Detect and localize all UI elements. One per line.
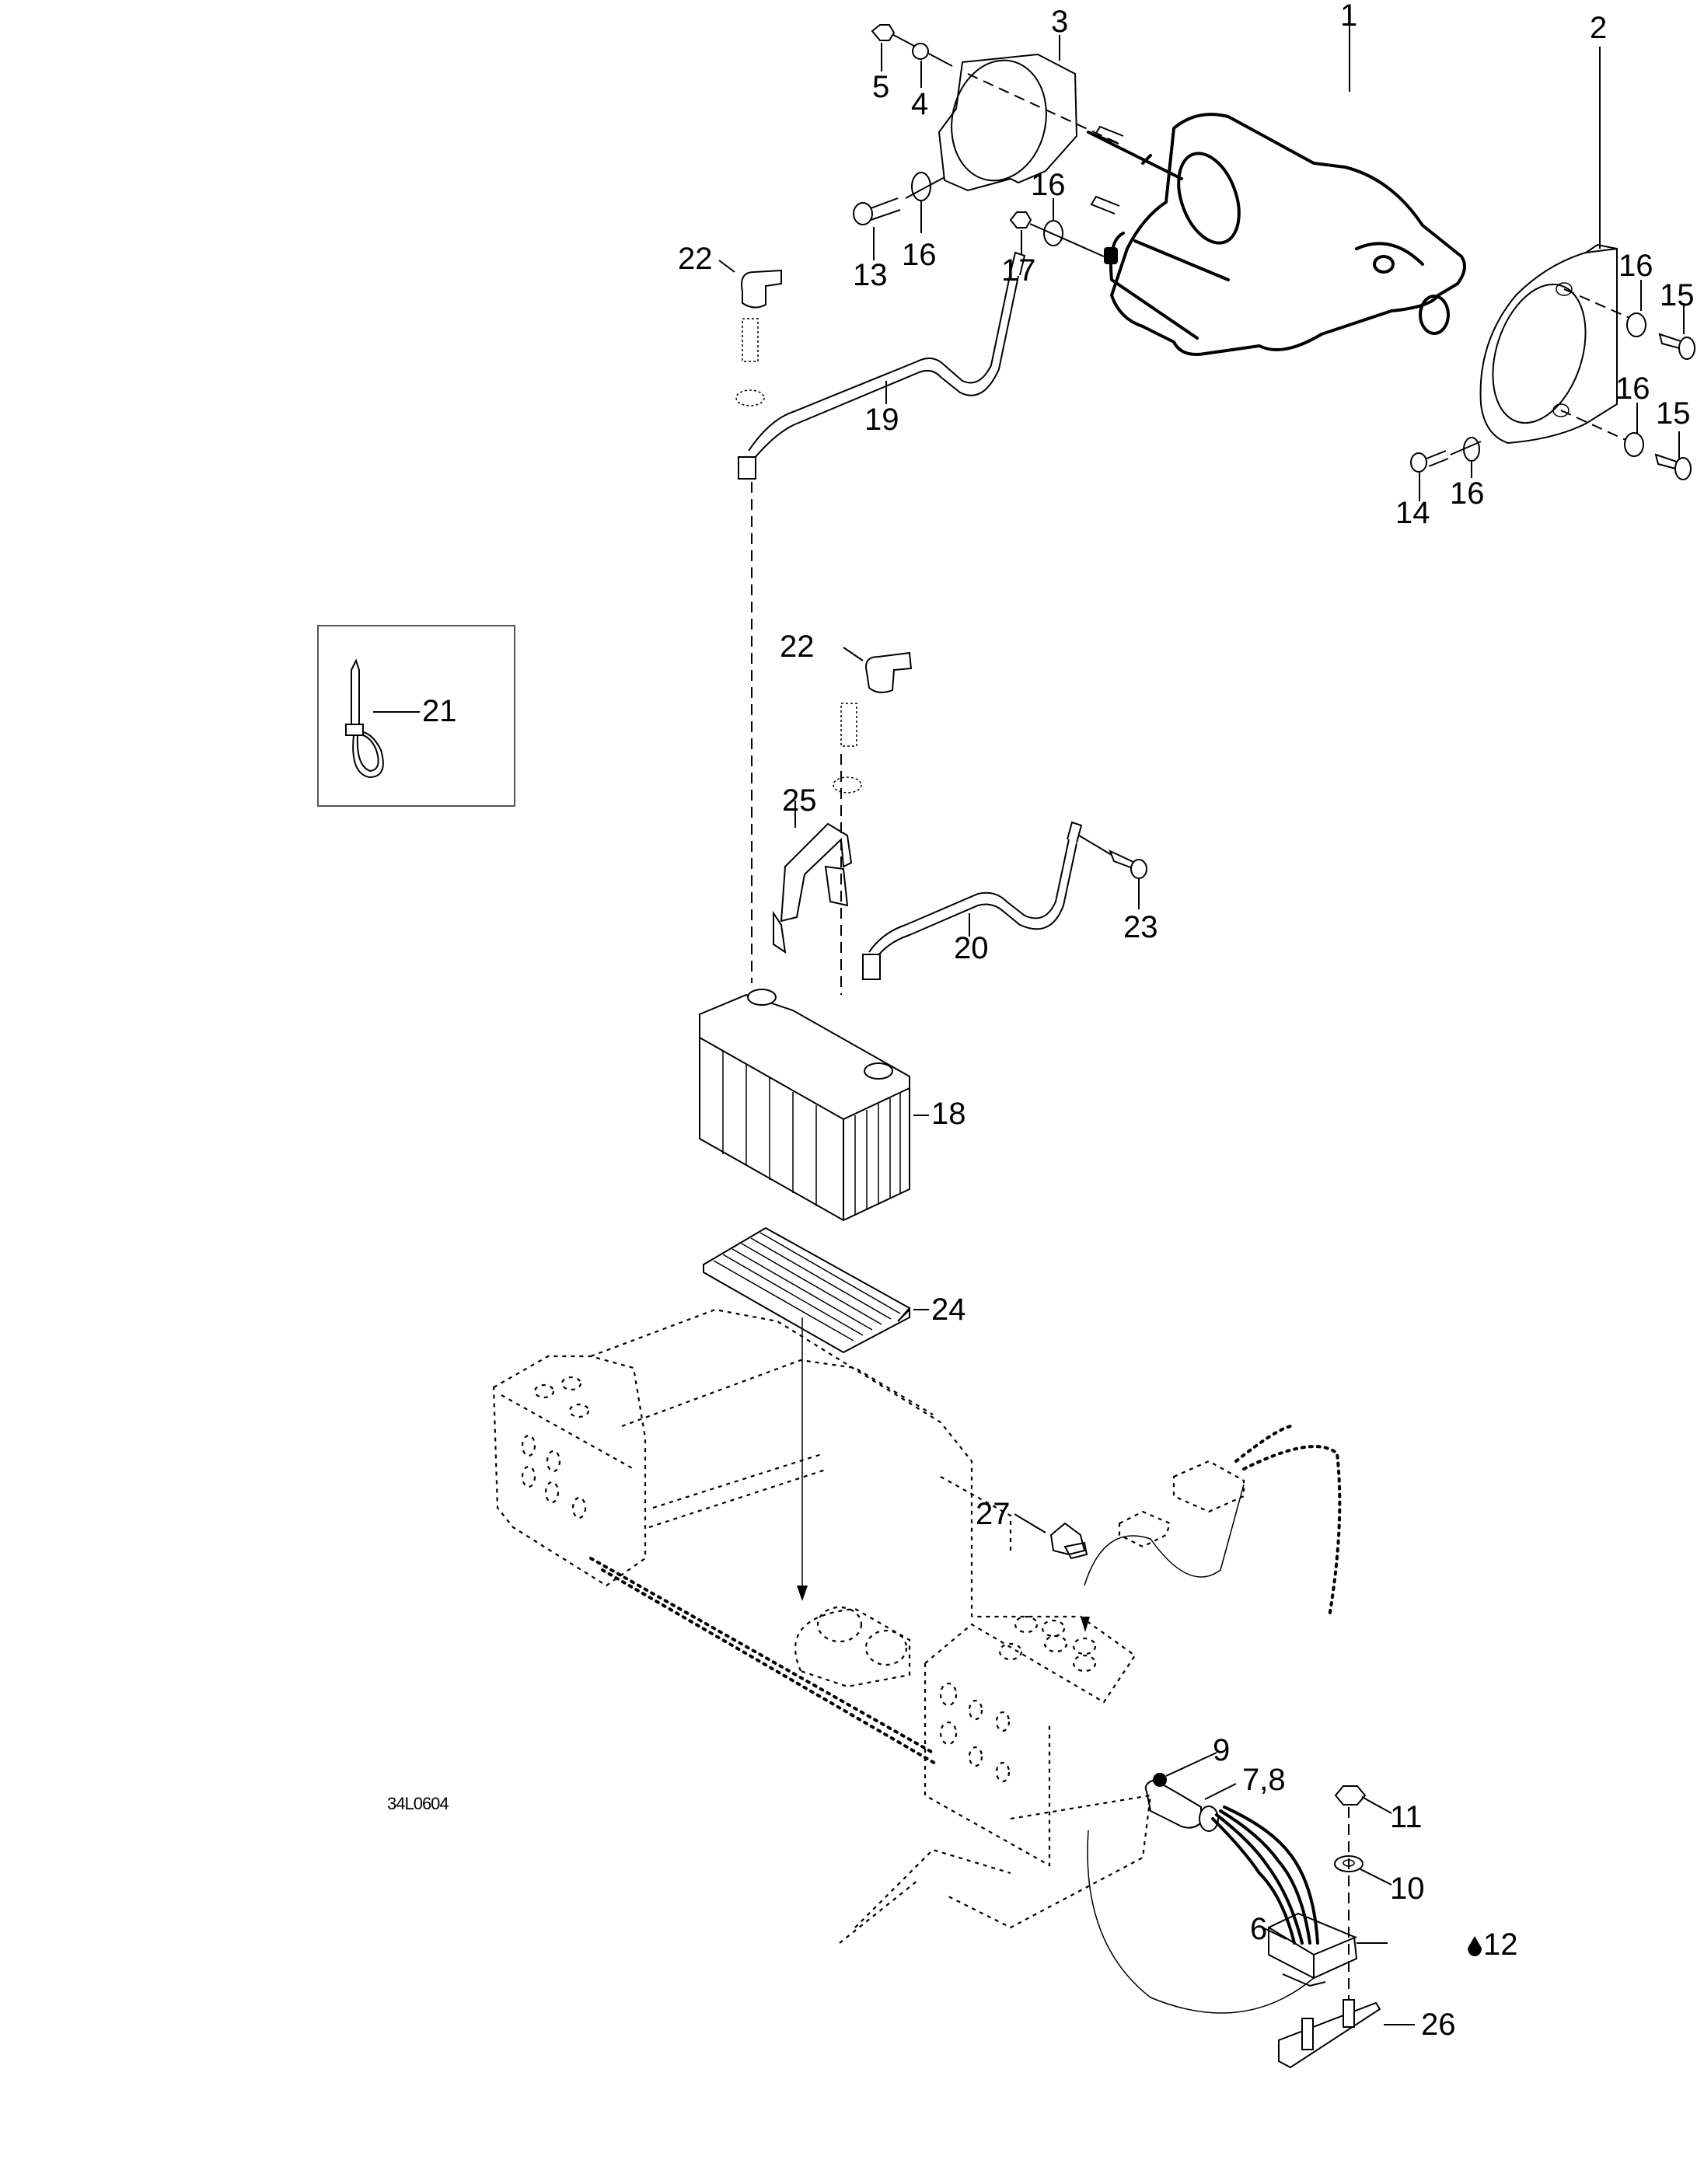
screw-13-washer-16 xyxy=(853,172,945,260)
callout-25: 25 xyxy=(782,783,817,818)
callout-9: 9 xyxy=(1213,1733,1231,1767)
tie-rap-inset-box xyxy=(317,625,515,807)
callout-15a: 15 xyxy=(1660,278,1695,312)
drop-icon xyxy=(1468,1936,1482,1956)
tie-rap-part-21 xyxy=(345,658,420,779)
callout-24: 24 xyxy=(931,1293,966,1327)
callout-5: 5 xyxy=(872,70,890,104)
positive-cable-part-19 xyxy=(718,251,1026,480)
callout-21: 21 xyxy=(422,694,457,728)
callout-27: 27 xyxy=(976,1497,1011,1531)
callout-16b: 16 xyxy=(1031,168,1066,202)
callout-6: 6 xyxy=(1250,1912,1268,1946)
fuse-clip-part-27 xyxy=(1014,1513,1088,1560)
starter-bracket-part-3 xyxy=(871,24,1120,192)
terminal-cap-part-22-lower xyxy=(833,647,913,995)
battery-part-18 xyxy=(699,989,929,1222)
vehicle-frame xyxy=(492,1308,1342,1944)
callout-16c: 16 xyxy=(1618,249,1653,283)
starter-part-1 xyxy=(1087,17,1466,356)
callout-1: 1 xyxy=(1340,0,1358,33)
callout-26: 26 xyxy=(1421,2008,1456,2042)
callout-4: 4 xyxy=(911,87,929,121)
negative-cable-part-20 xyxy=(862,821,1147,980)
battery-strap-part-25 xyxy=(773,801,853,954)
nut-washer-stud-plate xyxy=(1278,1785,1415,2069)
callout-11: 11 xyxy=(1390,1800,1423,1834)
drawing-code: 34L0604 xyxy=(387,1794,449,1813)
nut-icon-5 xyxy=(871,24,896,41)
callout-22a: 22 xyxy=(678,242,713,276)
callout-10: 10 xyxy=(1390,1872,1425,1906)
callout-2: 2 xyxy=(1590,11,1608,45)
callout-16d: 16 xyxy=(1615,372,1650,406)
callout-3: 3 xyxy=(1051,5,1069,39)
callout-17: 17 xyxy=(1001,253,1036,288)
callout-18: 18 xyxy=(931,1097,966,1131)
callout-16e: 16 xyxy=(1450,476,1485,511)
callout-12: 12 xyxy=(1468,1929,1518,1960)
callout-22b: 22 xyxy=(780,630,815,664)
callout-13: 13 xyxy=(853,258,888,292)
callout-16a: 16 xyxy=(902,238,937,272)
callout-15b: 15 xyxy=(1656,396,1691,431)
callout-23: 23 xyxy=(1123,910,1158,944)
callout-20: 20 xyxy=(954,931,989,965)
voltage-regulator-part-6 xyxy=(1087,1752,1358,2014)
callout-19: 19 xyxy=(864,403,899,437)
battery-pad-part-24 xyxy=(703,1226,929,1601)
support-plate-part-2 xyxy=(1410,47,1695,501)
callout-14: 14 xyxy=(1395,496,1430,530)
callout-7-8: 7,8 xyxy=(1242,1763,1286,1797)
nut-17-washer-16 xyxy=(1009,198,1105,257)
